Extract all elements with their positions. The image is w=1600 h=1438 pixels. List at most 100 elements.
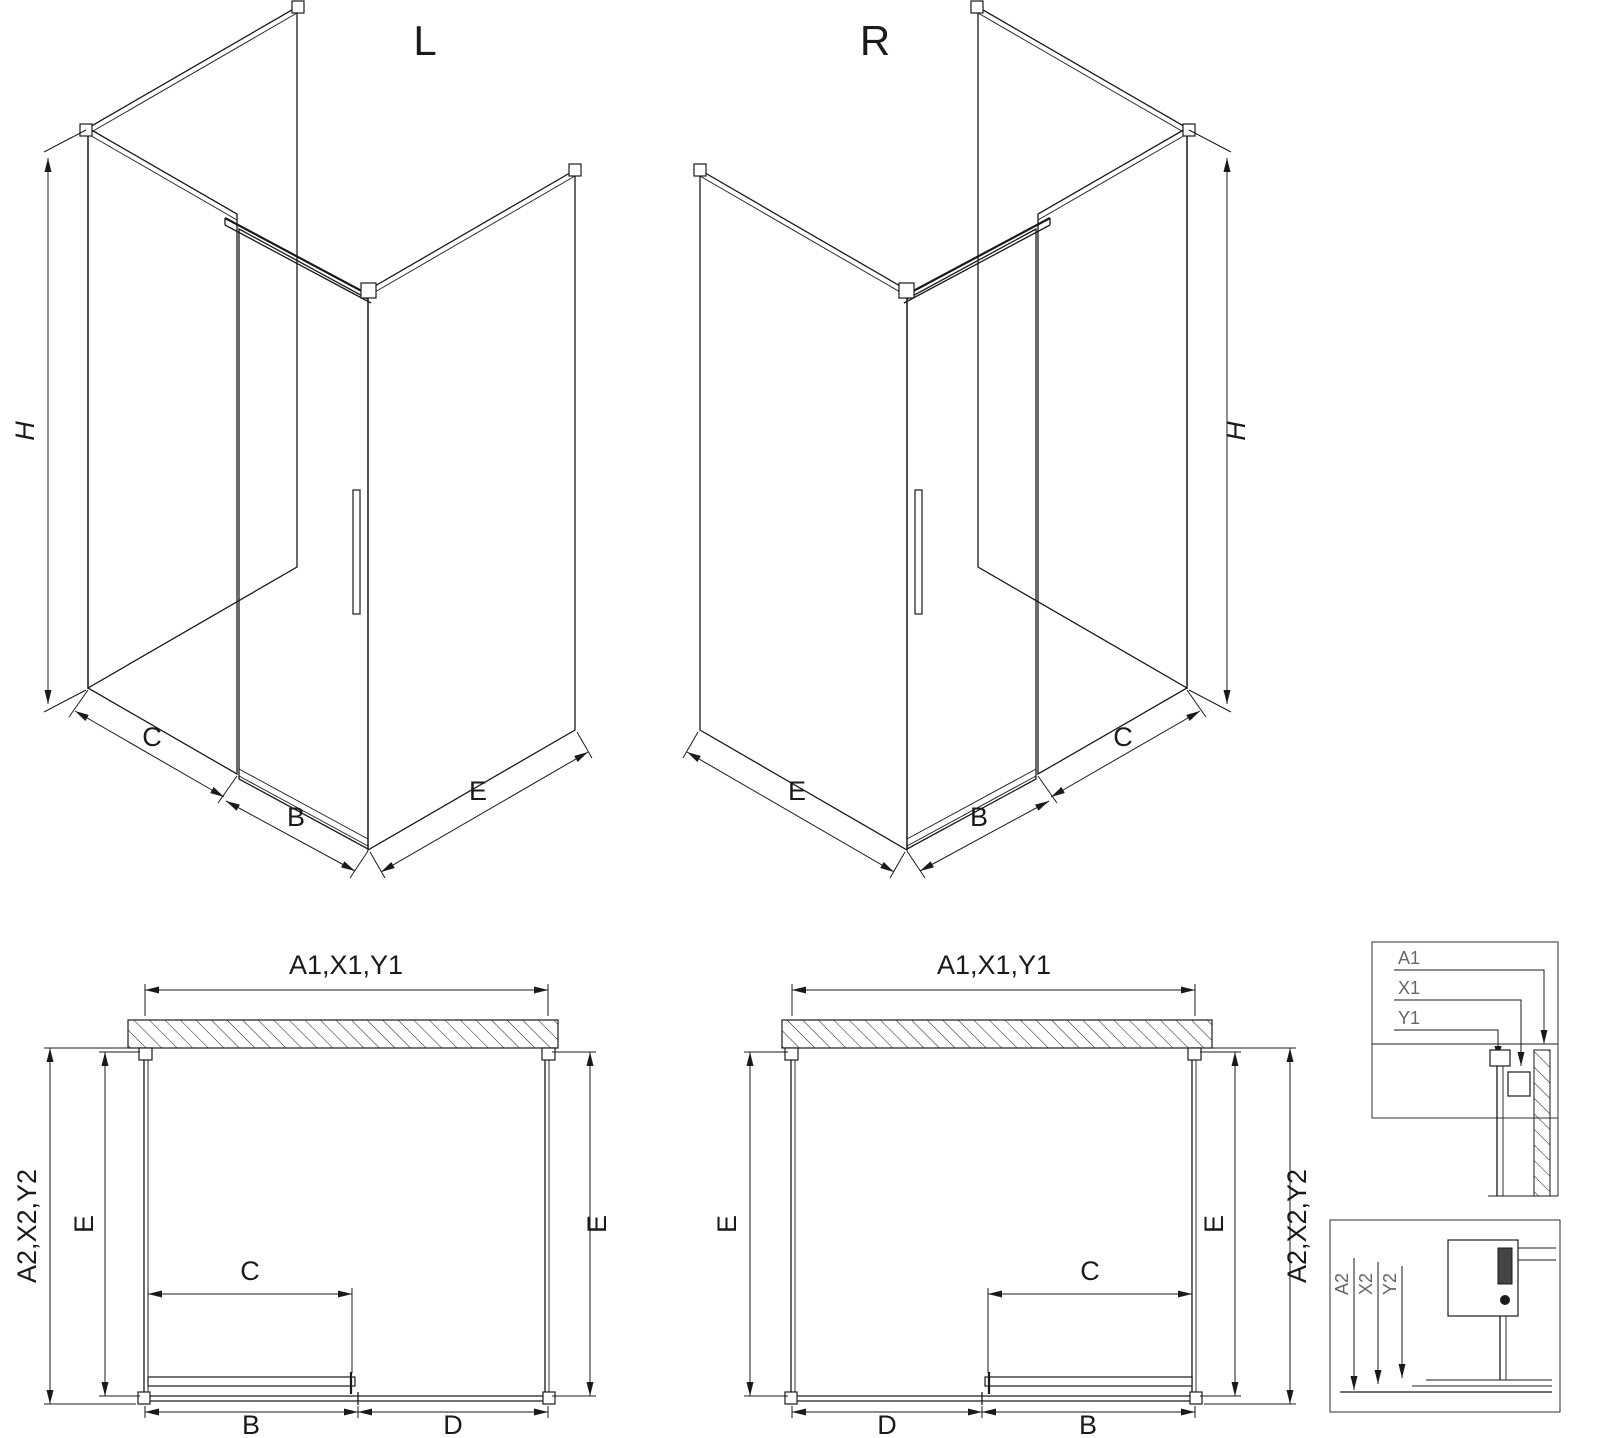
plan-left-dim-d-label: D <box>443 1410 463 1438</box>
iso-view-left: L <box>10 0 593 879</box>
plan-left-dim-a2-label: A2,X2,Y2 <box>12 1169 42 1283</box>
plan-right-side-panel-left <box>790 1060 796 1396</box>
plan-left-dim-d: D <box>358 1406 549 1438</box>
iso-left-dim-h-label: H <box>10 421 40 441</box>
plan-left-corner-block-left <box>137 1391 151 1405</box>
iso-right-dim-c: C <box>1037 689 1207 804</box>
iso-right-door-rail <box>903 217 1051 304</box>
plan-right-dim-c: C <box>987 1256 1193 1373</box>
plan-right-wall <box>781 1019 1213 1049</box>
plan-left-dim-e-right: E <box>552 1051 612 1397</box>
plan-right-dim-e-left-label: E <box>712 1215 742 1233</box>
plan-right-front-track <box>786 1392 1201 1405</box>
plan-left-front-track <box>139 1392 554 1405</box>
plan-right-side-panel-right <box>1191 1060 1197 1396</box>
plan-left-wall-profile-right <box>541 1047 556 1061</box>
plan-left-side-panel-right <box>544 1060 550 1396</box>
iso-left-fixed-front-panel <box>87 126 238 776</box>
detail-top-a1-label: A1 <box>1398 948 1420 968</box>
detail-bottom-frame <box>1329 1219 1561 1413</box>
iso-left-door-handle <box>352 489 361 615</box>
iso-right-side-panel-right <box>977 5 1188 690</box>
plan-left-wall <box>127 1019 559 1049</box>
iso-left-wall-bracket-back <box>291 0 305 14</box>
plan-left-dim-c: C <box>147 1256 353 1373</box>
plan-right-dim-e-right: E <box>1199 1051 1241 1397</box>
iso-left-door-rail <box>224 217 372 304</box>
plan-right-dim-d-label: D <box>877 1410 897 1438</box>
iso-left-dim-e: E <box>369 731 593 879</box>
plan-left-dim-e-right-label: E <box>582 1215 612 1233</box>
plan-right-corner-block-right <box>1189 1391 1203 1405</box>
plan-left-dim-c-label: C <box>240 1256 260 1286</box>
iso-right-door-handle <box>914 489 923 615</box>
iso-left-dim-h: H <box>10 129 87 713</box>
iso-left-title: L <box>413 17 436 64</box>
plan-right-dim-a2: A2,X2,Y2 <box>1204 1047 1312 1405</box>
iso-right-dim-b-label: B <box>970 802 988 832</box>
iso-right-dim-h-label: H <box>1221 421 1251 441</box>
iso-right-corner-bracket <box>898 282 915 299</box>
detail-top-y1-label: Y1 <box>1398 1008 1420 1028</box>
detail-view-top: A1 X1 Y1 <box>1371 941 1559 1197</box>
detail-top-section <box>1488 1049 1559 1197</box>
plan-left-dim-e-left: E <box>69 1051 140 1397</box>
iso-left-corner-bracket <box>360 282 377 299</box>
plan-left-dim-e-left-label: E <box>69 1215 99 1233</box>
iso-right-side-panel-left <box>699 168 908 852</box>
iso-right-dim-e-label: E <box>788 776 806 806</box>
plan-right-dim-a1-label: A1,X1,Y1 <box>937 950 1051 980</box>
detail-top-a1-leader <box>1394 969 1548 1044</box>
plan-right-dim-e-left: E <box>712 1051 788 1397</box>
plan-right-wall-profile-left <box>784 1047 799 1061</box>
iso-left-sliding-door <box>238 227 369 851</box>
plan-left-corner-block-right <box>542 1391 556 1405</box>
plan-left-dim-a1-label: A1,X1,Y1 <box>289 950 403 980</box>
iso-view-right: R H <box>682 0 1251 879</box>
detail-top-x1-leader <box>1394 999 1525 1066</box>
detail-top-frame <box>1371 941 1559 1119</box>
plan-right-dim-c-label: C <box>1080 1256 1100 1286</box>
iso-left-dim-b: B <box>225 800 369 879</box>
plan-left-sliding-door <box>147 1376 356 1387</box>
plan-left-side-panel-left <box>143 1060 149 1396</box>
iso-right-dim-c-label: C <box>1113 722 1133 752</box>
iso-right-wall-bracket-back <box>970 0 984 14</box>
detail-bottom-x2-label: X2 <box>1356 1273 1376 1295</box>
plan-right-dim-d: D <box>791 1406 983 1438</box>
iso-right-title: R <box>860 17 890 64</box>
iso-right-dim-h: H <box>1188 129 1251 713</box>
detail-top-x1-label: X1 <box>1398 978 1420 998</box>
plan-right-sliding-door <box>984 1376 1193 1387</box>
detail-top-y1-leader <box>1394 1029 1502 1060</box>
iso-right-dim-b: B <box>906 800 1050 879</box>
plan-view-left: A1,X1,Y1 A2,X2,Y2 E E C <box>12 950 612 1438</box>
plan-right-dim-b: B <box>982 1406 1196 1438</box>
iso-right-dim-e: E <box>682 731 906 879</box>
plan-right-dim-b-label: B <box>1079 1410 1097 1438</box>
iso-left-dim-c-label: C <box>142 722 162 752</box>
iso-right-sliding-door <box>906 227 1037 851</box>
plan-left-dim-b-label: B <box>242 1410 260 1438</box>
iso-right-wall-bracket-left <box>693 163 707 177</box>
plan-view-right: A1,X1,Y1 E E A2,X2,Y2 C <box>712 950 1312 1438</box>
plan-right-wall-profile-right <box>1187 1047 1202 1061</box>
plan-right-dim-e-right-label: E <box>1199 1215 1229 1233</box>
detail-bottom-a2-label: A2 <box>1332 1273 1352 1295</box>
detail-bottom-section <box>1340 1239 1556 1393</box>
plan-right-corner-block-left <box>784 1391 798 1405</box>
iso-left-side-panel-right <box>367 168 576 852</box>
plan-left-dim-b: B <box>144 1406 359 1438</box>
detail-bottom-y2-label: Y2 <box>1380 1273 1400 1295</box>
iso-left-wall-bracket-right <box>568 163 582 177</box>
iso-left-dim-c: C <box>68 689 238 804</box>
plan-right-dim-a2-label: A2,X2,Y2 <box>1282 1169 1312 1283</box>
plan-right-dim-a1: A1,X1,Y1 <box>791 950 1196 1016</box>
iso-right-fixed-front-panel <box>1037 126 1188 776</box>
detail-view-bottom: A2 X2 Y2 <box>1329 1219 1561 1413</box>
iso-left-dim-b-label: B <box>287 802 305 832</box>
iso-left-side-panel-left <box>87 5 298 690</box>
iso-left-dim-e-label: E <box>469 776 487 806</box>
